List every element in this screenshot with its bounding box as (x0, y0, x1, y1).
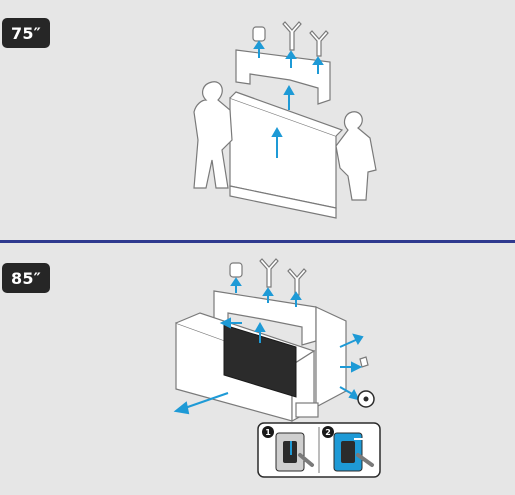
section-85-inch: 85″ (0, 243, 515, 495)
unboxing-illustration-85: 1 2 (173, 258, 381, 478)
lift-arrow-icon (230, 277, 242, 286)
accessory-part-icon (229, 262, 243, 278)
finger-icon (298, 453, 314, 467)
foam-packing-bottom (229, 185, 337, 219)
stand-leg-icon (309, 30, 329, 57)
step-number-1-icon (262, 426, 274, 438)
size-badge-75: 75″ (2, 18, 50, 48)
clip-part-icon (359, 356, 369, 368)
lift-arrow-icon (283, 84, 295, 95)
clip-latch-2 (341, 441, 355, 463)
slide-arrow-icon (219, 317, 231, 329)
detail-callout-dot (363, 396, 369, 402)
tv-box-back-panel (315, 306, 347, 408)
foam-block (295, 402, 319, 418)
stand-leg-icon (282, 21, 302, 51)
accessory-part-icon (252, 26, 266, 42)
step-number-1: 1 (265, 428, 271, 437)
person-right-icon (335, 111, 377, 201)
box-lid-flap (229, 91, 344, 137)
section-75-inch: 75″ (0, 0, 515, 240)
lift-arrow-icon (254, 321, 266, 332)
person-left-icon (193, 81, 233, 189)
step-number-2: 2 (325, 428, 331, 437)
stand-leg-icon (259, 258, 279, 288)
lift-arrow-icon (290, 291, 302, 300)
remove-arrow-icon (348, 389, 360, 401)
stand-leg-icon (287, 268, 307, 296)
pull-out-arrow-icon (173, 401, 190, 415)
lift-arrow-icon (285, 50, 297, 59)
size-badge-85: 85″ (2, 263, 50, 293)
lift-arrow-icon (312, 56, 324, 65)
remove-arrow-icon (352, 333, 364, 345)
lift-arrow-icon (271, 126, 283, 137)
step-number-2-icon (322, 426, 334, 438)
finger-icon (356, 453, 374, 467)
remove-arrow-icon (351, 361, 363, 373)
lift-arrow-icon (262, 287, 274, 296)
foam-packing-top (235, 49, 331, 105)
tv-panel (223, 324, 297, 398)
unboxing-illustration-75 (193, 21, 377, 219)
lift-arrow-icon (253, 40, 265, 49)
section-divider (0, 240, 515, 243)
